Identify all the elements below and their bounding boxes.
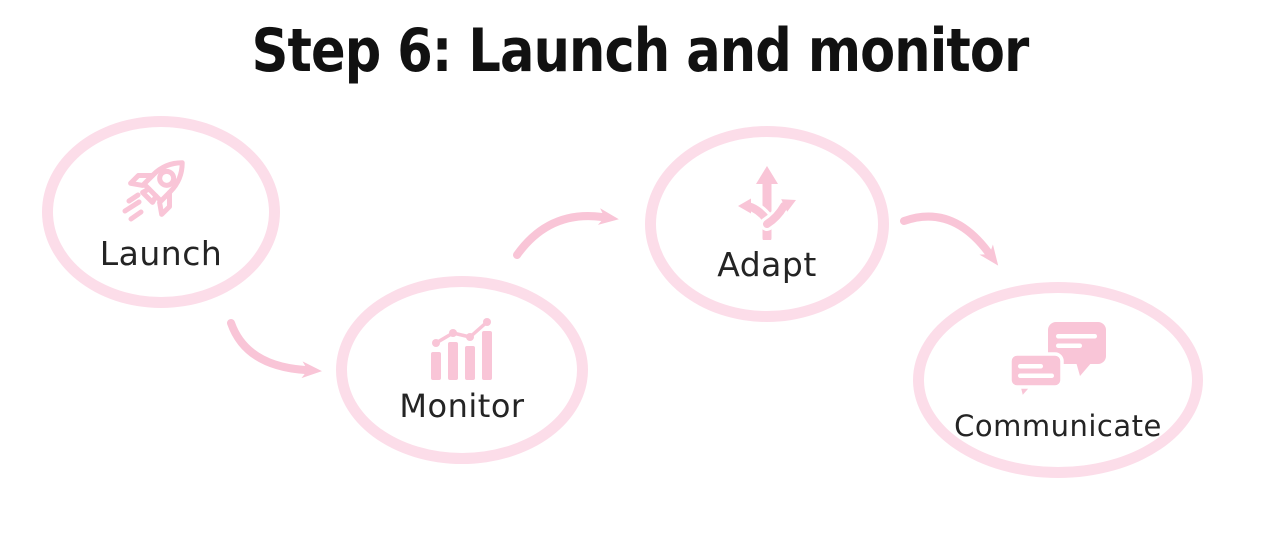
node-monitor: Monitor bbox=[336, 276, 588, 464]
node-communicate: Communicate bbox=[913, 282, 1203, 478]
bar-chart-icon bbox=[431, 317, 492, 380]
connector-arrow-adapt-communicate bbox=[900, 212, 999, 266]
node-label-communicate: Communicate bbox=[954, 409, 1162, 444]
chat-bubbles-icon bbox=[1008, 322, 1106, 402]
node-adapt: Adapt bbox=[645, 126, 889, 322]
connector-arrow-launch-monitor bbox=[227, 319, 322, 379]
diagram-title: Step 6: Launch and monitor bbox=[251, 16, 1030, 86]
connector-arrow-monitor-adapt bbox=[513, 208, 619, 259]
node-label-monitor: Monitor bbox=[399, 386, 525, 425]
node-label-launch: Launch bbox=[99, 234, 223, 274]
node-launch: Launch bbox=[42, 116, 280, 308]
rocket-icon bbox=[122, 160, 185, 222]
node-label-adapt: Adapt bbox=[717, 245, 817, 285]
branch-arrows-icon bbox=[738, 166, 796, 241]
